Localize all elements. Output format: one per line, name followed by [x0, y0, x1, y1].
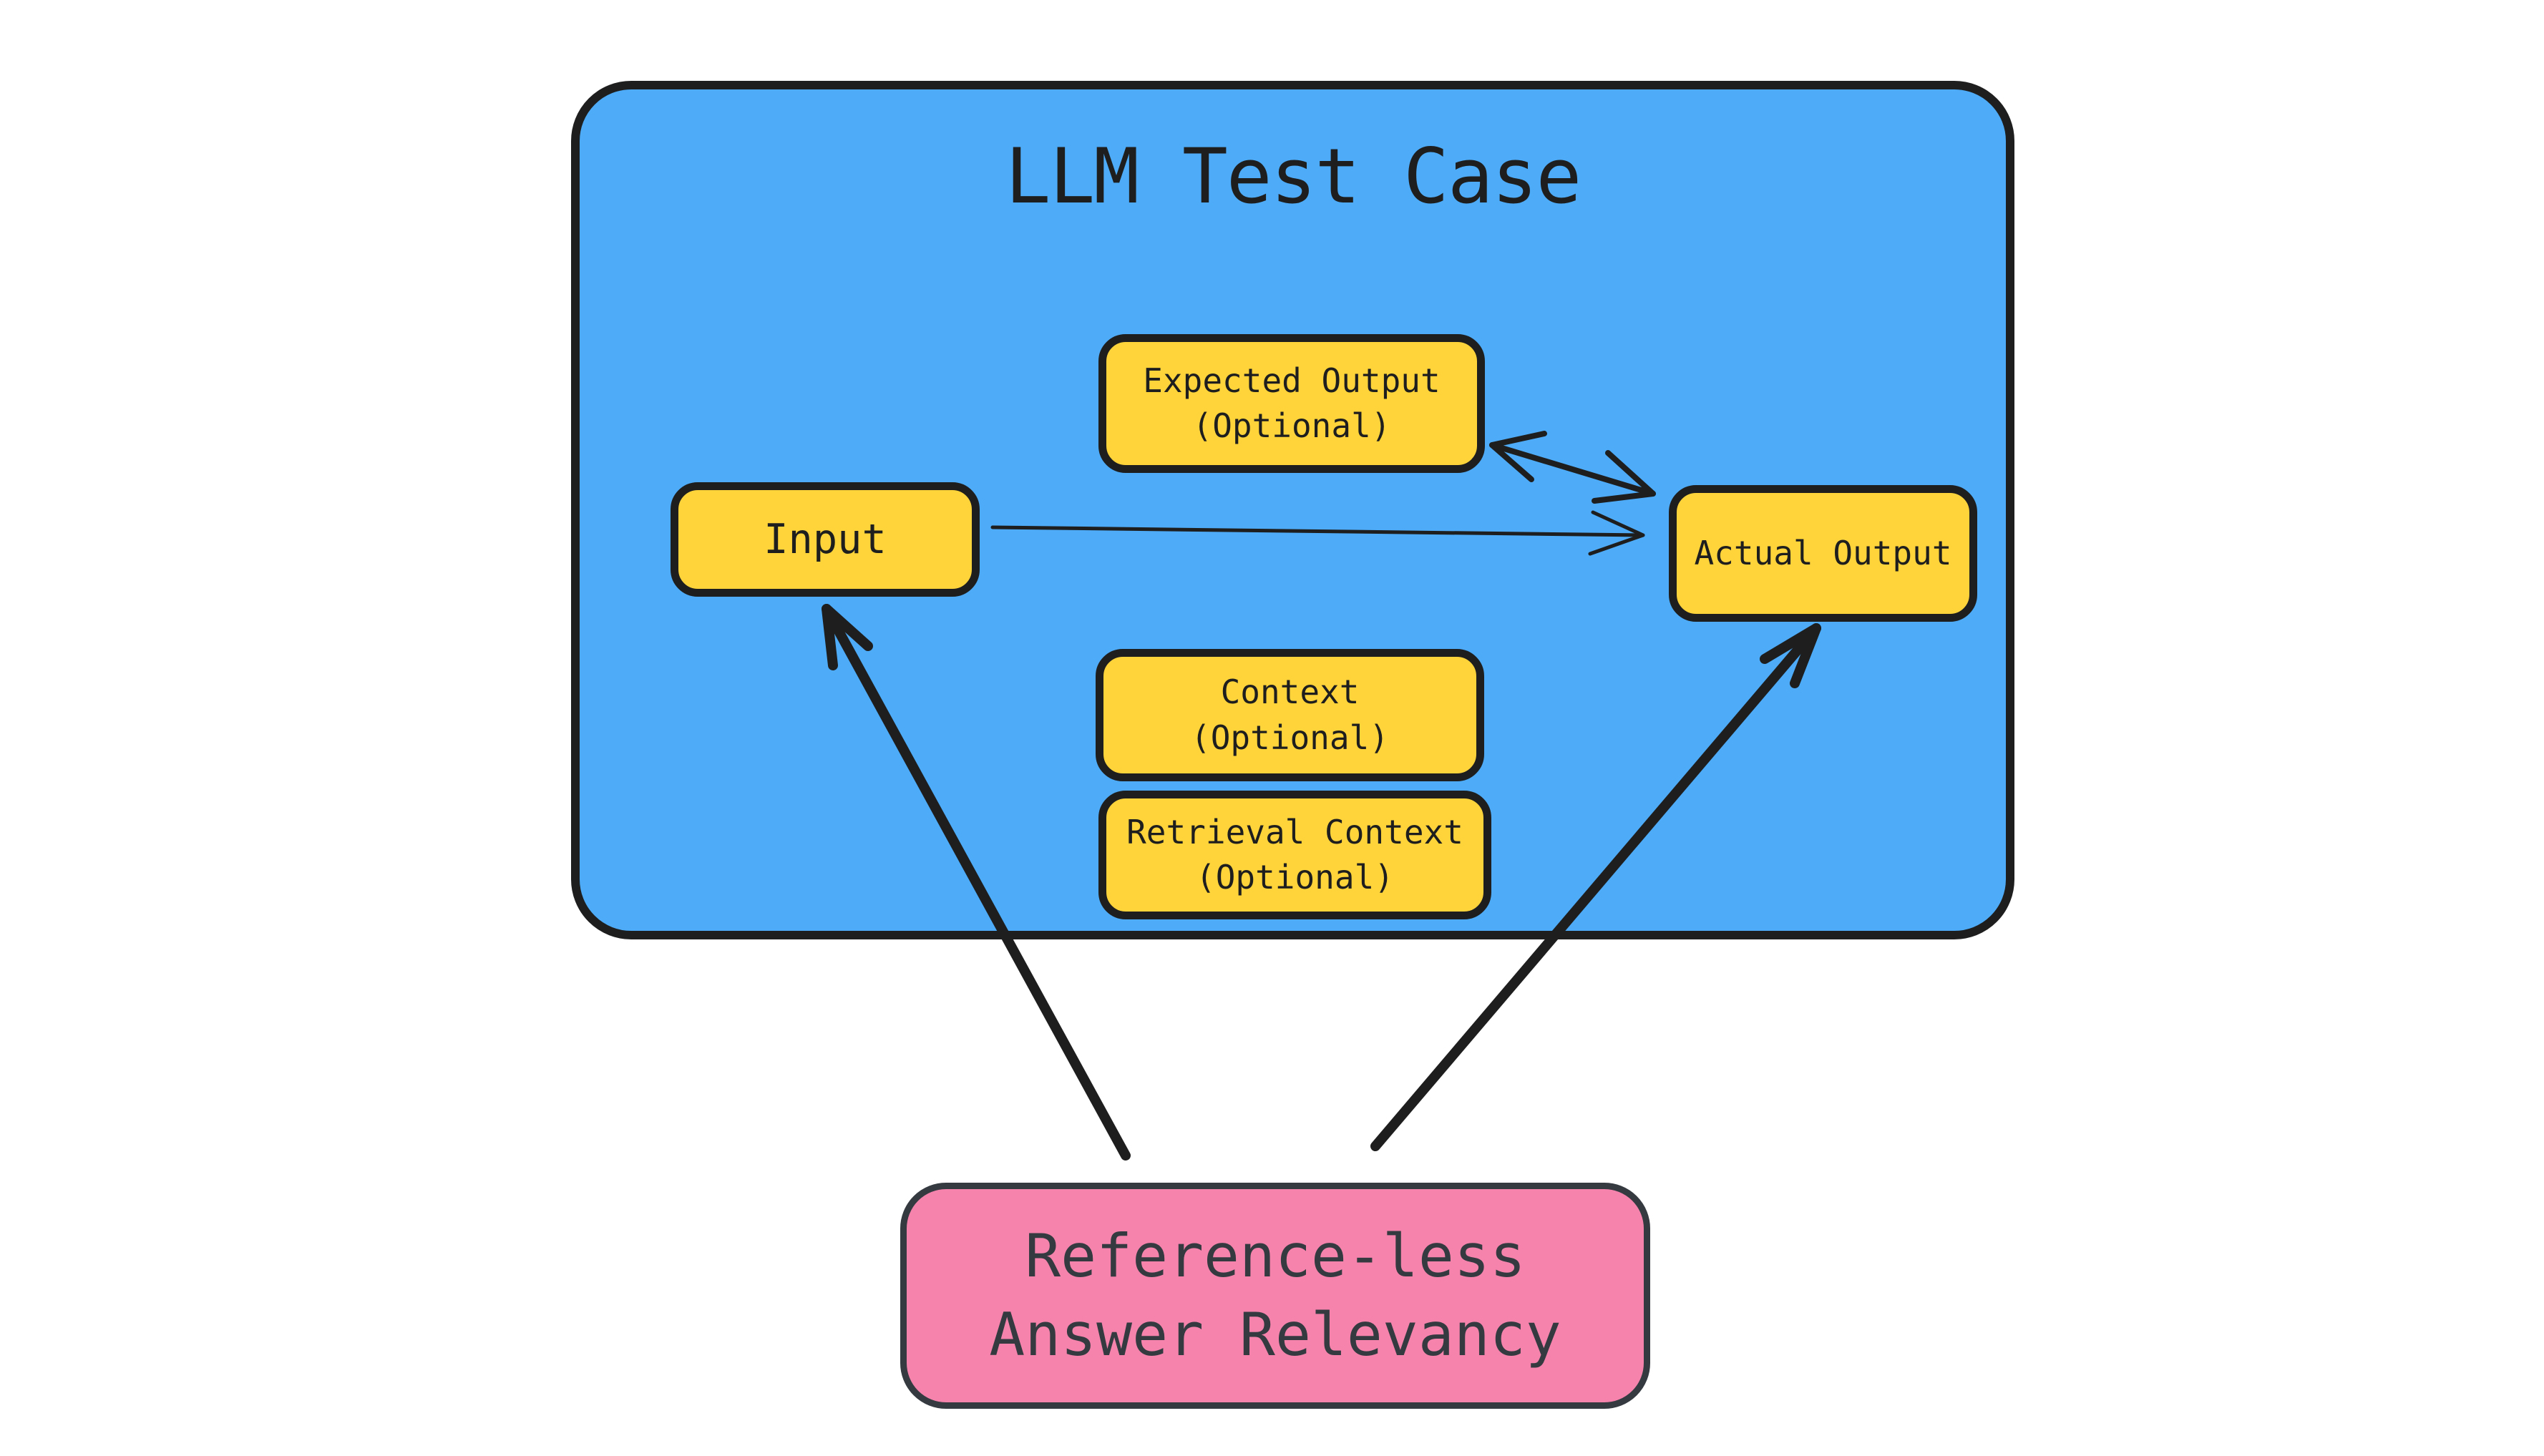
- metric-label-line1: Reference-less: [1025, 1221, 1526, 1291]
- retrieval-context-label-line2: (Optional): [1196, 858, 1394, 896]
- llm-test-case-container: LLM Test Case Expected Output (Optional)…: [571, 81, 2014, 939]
- actual-output-label: Actual Output: [1694, 533, 1952, 572]
- retrieval-context-label-line1: Retrieval Context: [1126, 812, 1463, 851]
- expected-output-label-line1: Expected Output: [1143, 361, 1441, 400]
- context-label-line1: Context: [1220, 673, 1360, 712]
- input-label: Input: [764, 515, 887, 563]
- context-label-line2: (Optional): [1191, 718, 1389, 757]
- retrieval-context-box: Retrieval Context (Optional): [1098, 791, 1491, 919]
- expected-output-box: Expected Output (Optional): [1098, 334, 1485, 473]
- metric-label-line2: Answer Relevancy: [989, 1300, 1561, 1369]
- input-box: Input: [671, 482, 980, 597]
- actual-output-box: Actual Output: [1669, 485, 1977, 622]
- context-box: Context (Optional): [1096, 649, 1484, 781]
- reference-less-answer-relevancy-box: Reference-less Answer Relevancy: [900, 1183, 1650, 1409]
- expected-output-label-line2: (Optional): [1192, 406, 1391, 445]
- container-title: LLM Test Case: [1005, 132, 1582, 220]
